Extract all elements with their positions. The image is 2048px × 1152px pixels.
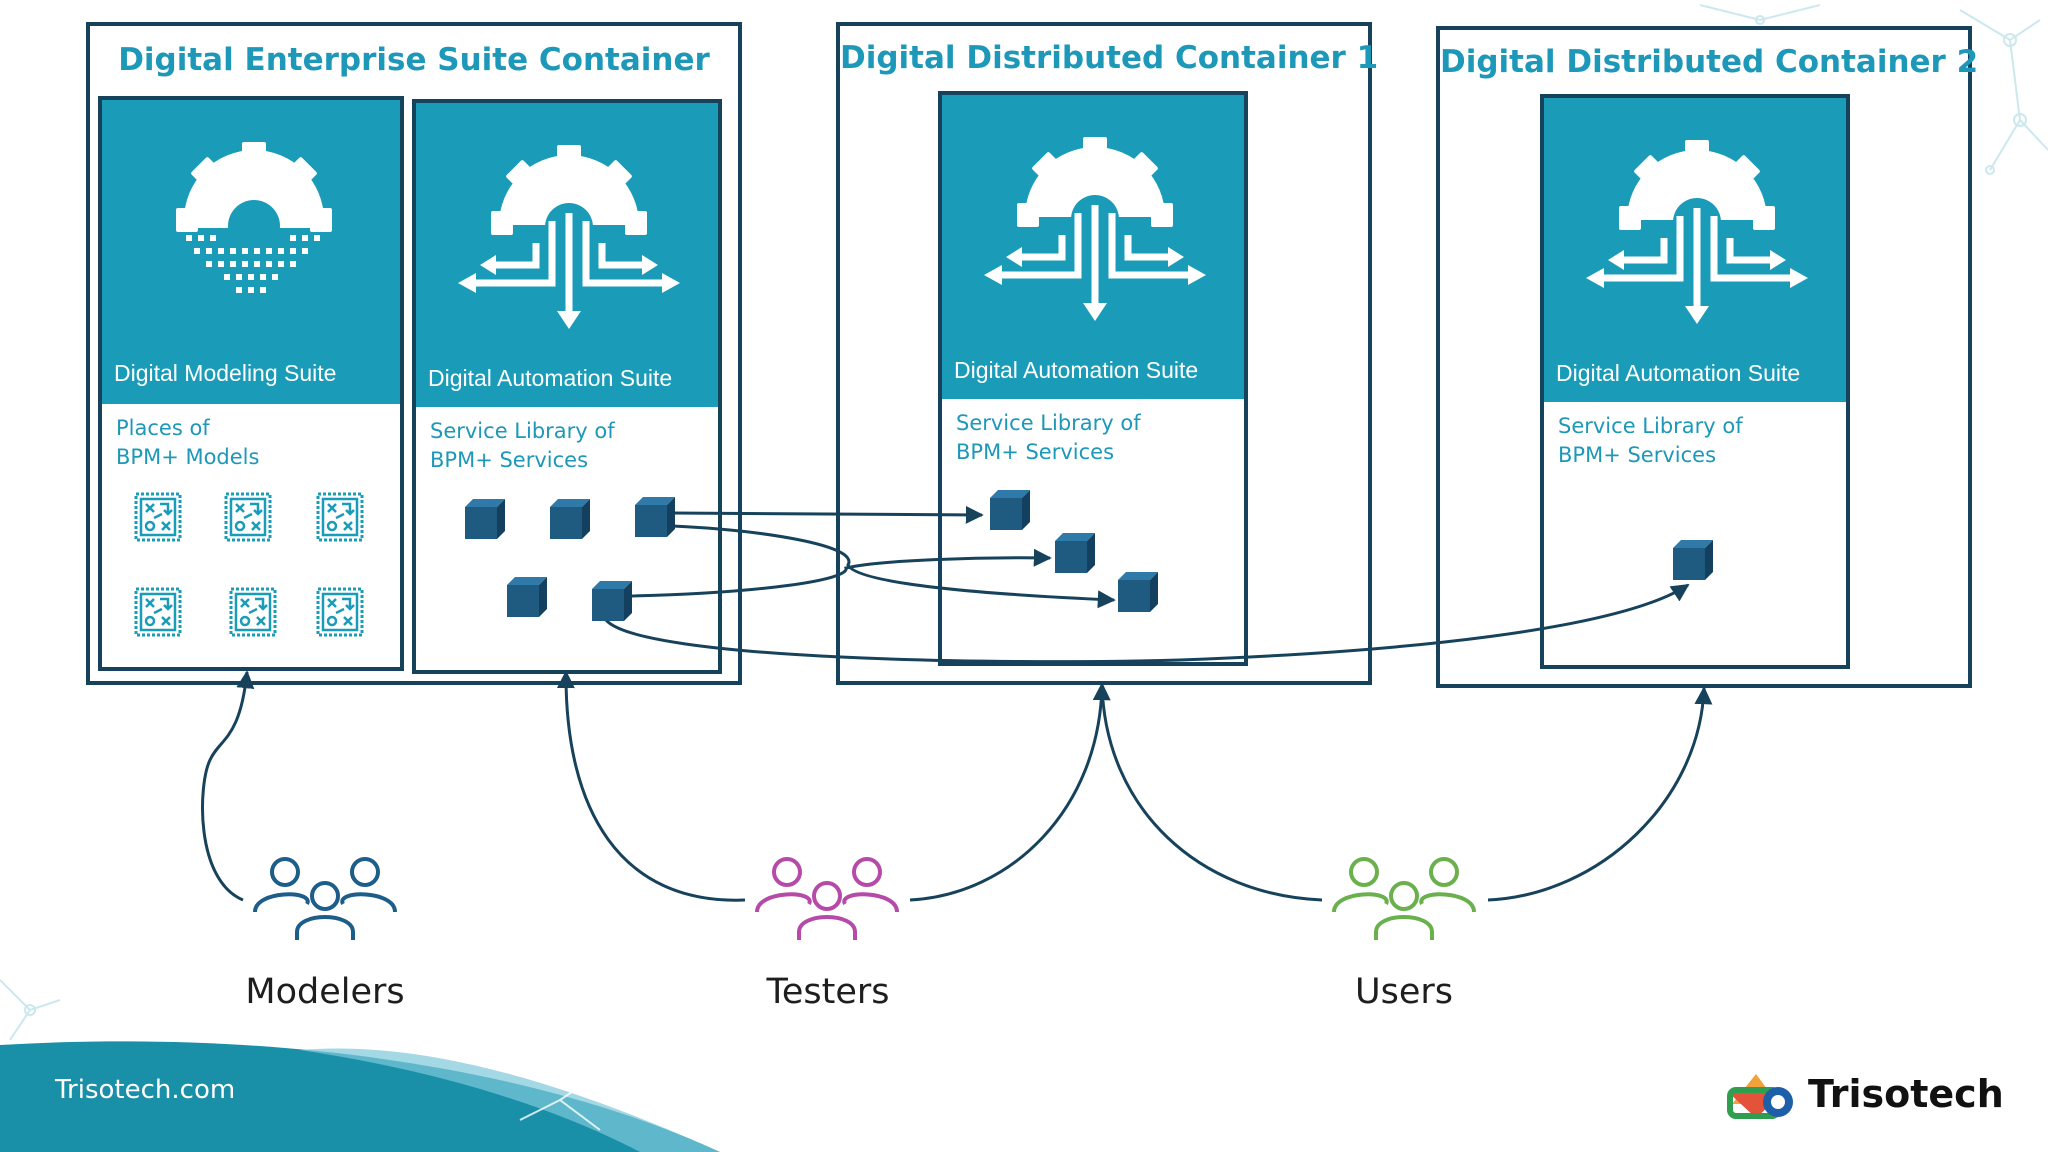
bpm-model-icon: [134, 587, 182, 637]
service-cube-icon: [465, 499, 505, 539]
testers-label: Testers: [766, 972, 890, 1012]
testers-to-container-1-connector: [909, 682, 1111, 902]
people-group-icon: [253, 857, 397, 940]
desc-line: BPM+ Services: [956, 440, 1115, 464]
network-decor-top: [1699, 4, 2048, 175]
service-cube-icon: [507, 577, 547, 617]
service-cube-icon: [635, 497, 675, 537]
automation-gear-icon: [984, 137, 1206, 321]
users-to-container-1-connector: [1100, 683, 1323, 902]
automation-suite-panel-enterprise: Digital Automation Suite Service Library…: [412, 99, 722, 674]
group-connectors: [201, 670, 1713, 902]
footer-website-link[interactable]: Trisotech.com: [55, 1075, 236, 1105]
brand-name: Trisotech: [1808, 1072, 2004, 1116]
users-label: Users: [1354, 972, 1453, 1012]
brand-logo: Trisotech: [1726, 1066, 2004, 1126]
service-cube-icon: [1673, 540, 1713, 580]
connector-line: [631, 548, 1052, 598]
service-cube-icon: [990, 490, 1030, 530]
container-title: Digital Enterprise Suite Container: [118, 42, 710, 78]
people-group-icon: [755, 857, 899, 940]
footer-wave-highlight: [300, 1048, 720, 1152]
service-cube-icon: [1055, 533, 1095, 573]
modelers-connector: [201, 670, 255, 902]
container-title: Digital Distributed Container 1: [840, 40, 1379, 76]
user-groups: [253, 857, 1476, 940]
desc-line: Places of: [116, 416, 210, 440]
panel-description: Places of BPM+ Models: [116, 414, 259, 472]
bpm-model-icon: [224, 492, 272, 542]
panel-label: Digital Automation Suite: [1556, 360, 1801, 386]
modeling-suite-panel: Digital Modeling Suite Places of BPM+ Mo…: [98, 96, 404, 671]
desc-line: BPM+ Models: [116, 445, 260, 469]
service-cube-icon: [592, 581, 632, 621]
connector-line: [671, 524, 1116, 609]
container-title: Digital Distributed Container 2: [1440, 44, 1979, 80]
automation-gear-icon: [458, 145, 680, 329]
users-to-container-2-connector: [1487, 686, 1713, 902]
service-cube-icon: [1118, 572, 1158, 612]
desc-line: Service Library of: [956, 411, 1141, 435]
panel-label: Digital Modeling Suite: [114, 360, 337, 386]
panel-description: Service Library of BPM+ Services: [1558, 412, 1743, 470]
service-cubes: [465, 490, 1713, 621]
desc-line: BPM+ Services: [1558, 443, 1717, 467]
panel-label: Digital Automation Suite: [428, 365, 673, 391]
people-group-icon: [1332, 857, 1476, 940]
modeling-gear-icon: [176, 142, 332, 293]
panel-description: Service Library of BPM+ Services: [956, 409, 1141, 467]
bpm-model-icon: [316, 492, 364, 542]
panel-description: Service Library of BPM+ Services: [430, 417, 615, 475]
desc-line: BPM+ Services: [430, 448, 589, 472]
connector-line: [671, 505, 984, 524]
modelers-label: Modelers: [245, 972, 405, 1012]
automation-gear-icon: [1586, 140, 1808, 324]
automation-suite-panel-container-1: Digital Automation Suite Service Library…: [938, 91, 1248, 666]
service-connectors: [604, 505, 1690, 664]
desc-line: Service Library of: [1558, 414, 1743, 438]
panel-label: Digital Automation Suite: [954, 357, 1199, 383]
bpm-model-icon: [134, 492, 182, 542]
network-decor-bottom: [0, 979, 601, 1131]
trisotech-logo-icon: [1727, 1074, 1793, 1119]
service-cube-icon: [550, 499, 590, 539]
footer-wave: [0, 1041, 720, 1152]
connector-line: [604, 583, 1690, 664]
bpm-model-icon: [316, 587, 364, 637]
desc-line: Service Library of: [430, 419, 615, 443]
testers-to-enterprise-connector: [556, 670, 746, 902]
bpm-model-icon: [229, 587, 277, 637]
